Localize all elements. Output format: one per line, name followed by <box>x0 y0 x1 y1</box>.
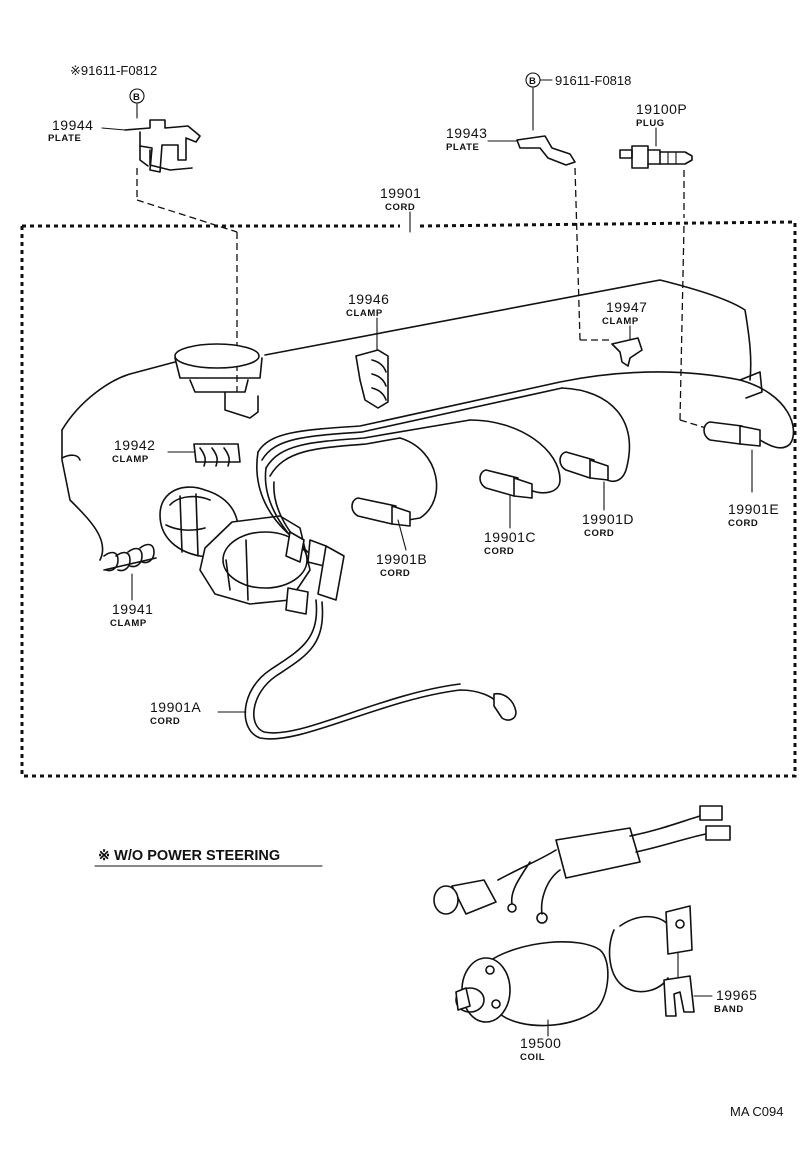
label-19944-name: PLATE <box>48 133 81 144</box>
label-19943-name: PLATE <box>446 142 479 153</box>
label-19100p-number: 19100P <box>636 101 687 117</box>
label-19947-number: 19947 <box>606 299 647 315</box>
bolt-part-number: ※91611-F0812 <box>70 63 157 78</box>
label-19901-number: 19901 <box>380 185 421 201</box>
clamp-19946 <box>355 317 389 409</box>
label-19947-name: CLAMP <box>602 316 639 327</box>
label-19901c-name: CORD <box>484 546 514 557</box>
ignition-cords <box>256 371 795 615</box>
label-19941-number: 19941 <box>112 601 153 617</box>
label-19901e-name: CORD <box>728 518 758 529</box>
coil-19500 <box>455 941 609 1037</box>
label-19901d-number: 19901D <box>582 511 634 527</box>
clamp-19941 <box>103 543 157 601</box>
label-19500-number: 19500 <box>520 1035 561 1051</box>
label-19901b-name: CORD <box>380 568 410 579</box>
label-19944-number: 19944 <box>52 117 93 133</box>
label-19901d-name: CORD <box>584 528 614 539</box>
bolt-marker: B <box>529 76 536 87</box>
cord-19901d-boot <box>559 451 609 511</box>
cord-19901b-boot <box>351 497 411 551</box>
label-19965-name: BAND <box>714 1004 744 1015</box>
label-19901b-number: 19901B <box>376 551 427 567</box>
label-19901a-number: 19901A <box>150 699 201 715</box>
label-19901e-number: 19901E <box>728 501 779 517</box>
diagram-code: MA C094 <box>730 1104 783 1119</box>
label-19965-number: 19965 <box>716 987 757 1003</box>
band-19965 <box>608 905 713 1017</box>
distributor <box>159 486 311 605</box>
label-19100p-name: PLUG <box>636 118 665 129</box>
labels: 19944 PLATE 19943 PLATE 19100P PLUG 1990… <box>48 101 783 1119</box>
plug-19100p <box>619 127 707 429</box>
label-19942-name: CLAMP <box>112 454 149 465</box>
label-19901-name: CORD <box>385 202 415 213</box>
note-wo-power-steering: ※ W/O POWER STEERING <box>98 848 280 864</box>
cord-19901c-boot <box>479 469 533 529</box>
bolt-91611-f0818: B 91611-F0818 <box>525 72 631 131</box>
label-19946-name: CLAMP <box>346 308 383 319</box>
coil-wire-harness <box>433 805 731 924</box>
cord-set-boundary <box>20 220 797 778</box>
bolt-part-number: 91611-F0818 <box>555 73 631 88</box>
engine-outline <box>61 279 763 561</box>
clamp-19942 <box>167 443 241 467</box>
label-19942-number: 19942 <box>114 437 155 453</box>
cord-19901e-boot <box>703 421 761 493</box>
label-19941-name: CLAMP <box>110 618 147 629</box>
bolt-marker: B <box>133 92 140 103</box>
label-19901a-name: CORD <box>150 716 180 727</box>
label-19946-number: 19946 <box>348 291 389 307</box>
clamp-19947 <box>611 325 643 367</box>
bolt-91611-f0812: ※91611-F0812 B <box>70 63 157 119</box>
label-19943-number: 19943 <box>446 125 487 141</box>
plate-19943 <box>487 135 612 341</box>
label-19500-name: COIL <box>520 1052 545 1063</box>
label-19901c-number: 19901C <box>484 529 536 545</box>
cord-19901a <box>217 599 517 740</box>
